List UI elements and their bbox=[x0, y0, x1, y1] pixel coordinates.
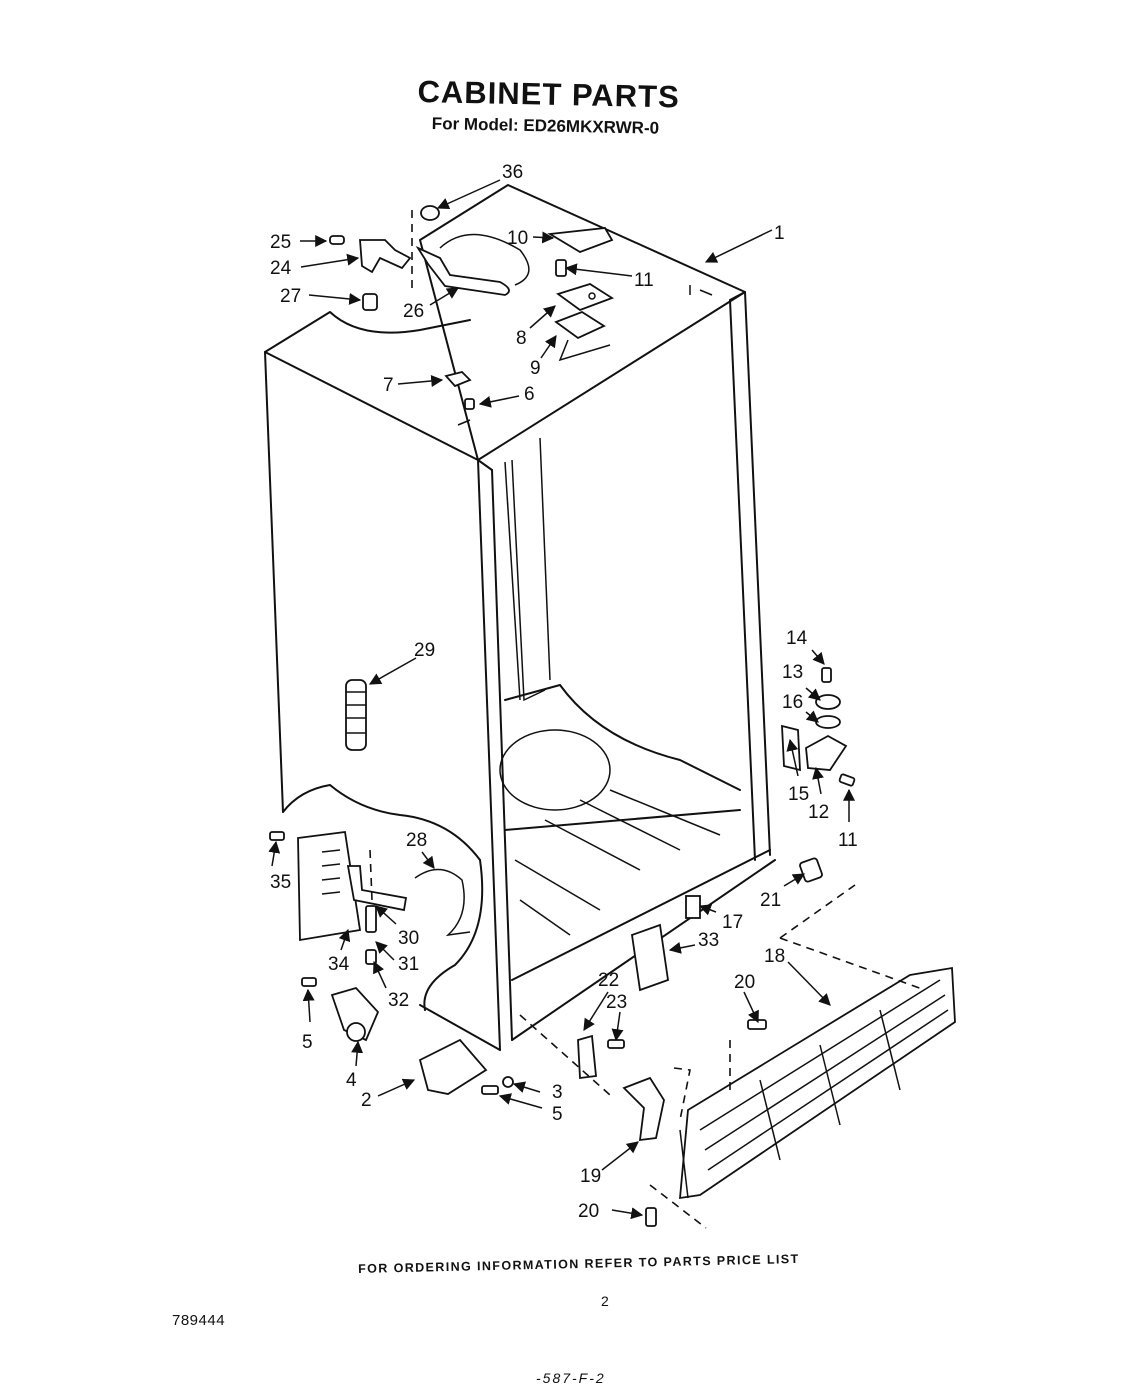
callout-29: 29 bbox=[414, 640, 435, 661]
callout-34: 34 bbox=[328, 954, 350, 975]
callout-13: 13 bbox=[782, 662, 803, 683]
callout-19: 19 bbox=[580, 1166, 601, 1187]
callout-33: 33 bbox=[698, 930, 719, 951]
callout-7: 7 bbox=[383, 375, 394, 396]
callout-5: 5 bbox=[552, 1104, 563, 1125]
document-number: 789444 bbox=[172, 1312, 226, 1329]
toe-grille bbox=[678, 966, 956, 1200]
callout-11: 11 bbox=[838, 830, 858, 851]
callout-23: 23 bbox=[606, 992, 627, 1013]
callout-27: 27 bbox=[280, 286, 301, 307]
callout-labels: 1 2 3 4 5 5 6 7 8 9 10 11 11 12 13 14 15… bbox=[270, 162, 858, 1222]
callout-22: 22 bbox=[598, 970, 619, 991]
callout-12: 12 bbox=[808, 802, 829, 823]
callout-30: 30 bbox=[398, 928, 419, 949]
callout-36: 36 bbox=[502, 162, 523, 183]
callout-5: 5 bbox=[302, 1032, 313, 1053]
callout-11: 11 bbox=[634, 270, 654, 291]
callout-24: 24 bbox=[270, 258, 292, 279]
parts bbox=[269, 205, 956, 1229]
callout-16: 16 bbox=[782, 692, 803, 713]
callout-20: 20 bbox=[734, 972, 755, 993]
leader-lines bbox=[268, 179, 855, 1220]
callout-25: 25 bbox=[270, 232, 291, 253]
callout-3: 3 bbox=[552, 1082, 563, 1103]
callout-6: 6 bbox=[524, 384, 535, 405]
callout-17: 17 bbox=[722, 912, 743, 933]
callout-2: 2 bbox=[361, 1090, 372, 1111]
callout-8: 8 bbox=[516, 328, 527, 349]
callout-35: 35 bbox=[270, 872, 291, 893]
handwritten-mark: -587-F-2 bbox=[536, 1370, 606, 1386]
callout-21: 21 bbox=[760, 890, 781, 911]
callout-31: 31 bbox=[398, 954, 419, 975]
callout-18: 18 bbox=[764, 946, 785, 967]
callout-9: 9 bbox=[530, 358, 541, 379]
callout-1: 1 bbox=[774, 223, 785, 244]
callout-26: 26 bbox=[403, 301, 424, 322]
callout-14: 14 bbox=[786, 628, 808, 649]
callout-4: 4 bbox=[346, 1070, 357, 1091]
callout-28: 28 bbox=[406, 830, 427, 851]
page-number: 2 bbox=[601, 1293, 609, 1309]
callout-10: 10 bbox=[507, 228, 528, 249]
callout-32: 32 bbox=[388, 990, 409, 1011]
callout-20: 20 bbox=[578, 1201, 599, 1222]
callout-15: 15 bbox=[788, 784, 809, 805]
cabinet-body bbox=[264, 184, 776, 1051]
